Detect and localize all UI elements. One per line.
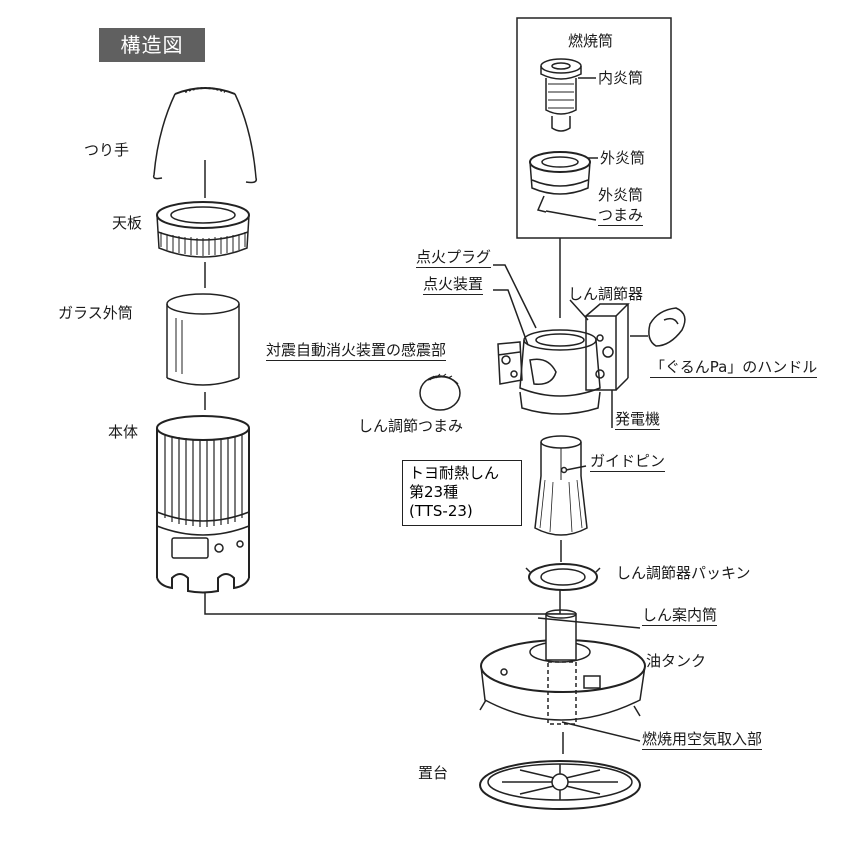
packing-part: [525, 563, 601, 591]
inner-flame-cylinder-part: [540, 58, 582, 132]
label-base: 置台: [418, 764, 449, 782]
label-air-intake: 燃焼用空気取入部: [642, 730, 763, 750]
label-gaientou-knob-1: 外炎筒: [598, 186, 644, 204]
gurun-pa-handle-part: [648, 307, 686, 347]
label-wick-adjuster: しん調節器: [568, 285, 644, 303]
label-generator: 発電機: [615, 410, 661, 430]
label-glass: ガラス外筒: [58, 304, 133, 322]
label-guide-pin: ガイドピン: [590, 452, 666, 472]
top-plate-part: [156, 201, 250, 258]
wick-part: [534, 435, 588, 536]
label-naientou: 内炎筒: [598, 69, 644, 87]
label-gaientou: 外炎筒: [600, 149, 646, 167]
label-guide-tube: しん案内筒: [642, 606, 718, 626]
wick-label-line3: (TTS-23): [409, 502, 473, 520]
wick-label-line1: トヨ耐熱しん: [409, 464, 500, 482]
wick-label-line2: 第23種: [409, 483, 459, 501]
label-tsurite: つり手: [84, 141, 130, 159]
label-wick-knob: しん調節つまみ: [358, 417, 464, 435]
handle-part: [152, 87, 258, 184]
label-plug: 点火プラグ: [416, 248, 492, 268]
main-body-part: [156, 415, 250, 594]
label-gaientou-knob-2: つまみ: [598, 206, 644, 226]
diagram-title: 構造図: [99, 28, 205, 62]
wick-knob-part: [419, 373, 461, 411]
combustion-cylinder-box: [516, 17, 672, 239]
label-seismic: 対震自動消火装置の感震部: [266, 341, 447, 361]
oil-tank-part: [479, 609, 646, 725]
base-stand-part: [479, 760, 641, 810]
label-handle: 「ぐるんPa」のハンドル: [650, 358, 818, 378]
wick-adjuster-part: [497, 303, 630, 415]
wick-label-box: トヨ耐熱しん 第23種 (TTS-23): [402, 460, 522, 526]
label-hontai: 本体: [108, 423, 139, 441]
label-tenban: 天板: [112, 214, 143, 232]
label-nenshoutou: 燃焼筒: [568, 32, 614, 50]
outer-flame-cylinder-part: [529, 151, 591, 213]
label-tank: 油タンク: [646, 652, 707, 670]
glass-part: [166, 293, 240, 386]
label-igniter: 点火装置: [423, 275, 484, 295]
label-packing: しん調節器パッキン: [616, 564, 751, 582]
